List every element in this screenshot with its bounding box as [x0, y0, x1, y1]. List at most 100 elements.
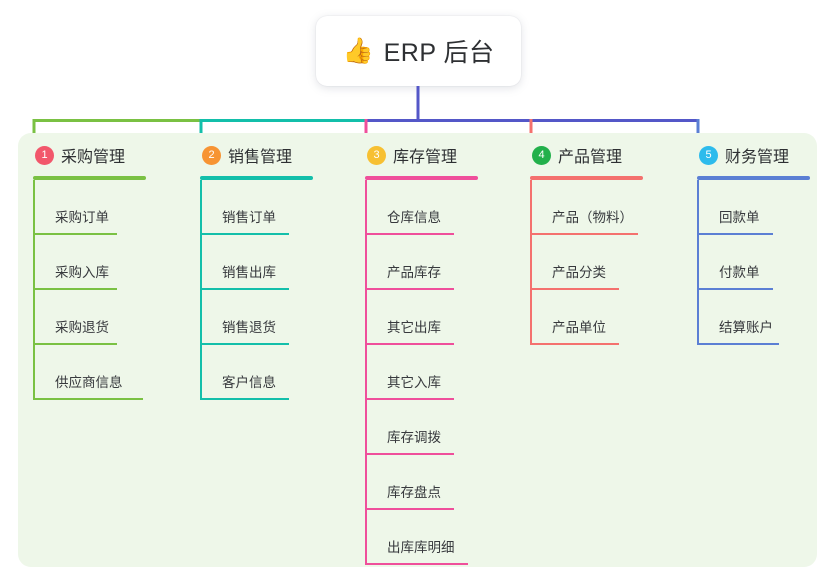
column-spine-1 — [33, 180, 35, 400]
thumbs-up-icon: 👍 — [342, 36, 374, 65]
list-item-underline — [530, 343, 619, 345]
list-item-underline — [200, 288, 289, 290]
list-item-label: 出库库明细 — [387, 540, 455, 555]
item-list-5: 回款单付款单结算账户 — [697, 180, 810, 345]
diagram-panel — [18, 133, 817, 567]
list-item-underline — [365, 288, 454, 290]
list-item-label: 销售退货 — [222, 320, 276, 335]
column-underline-3 — [365, 176, 478, 180]
list-item[interactable]: 出库库明细 — [365, 510, 478, 565]
list-item[interactable]: 销售退货 — [200, 290, 313, 345]
trunk-line — [416, 86, 420, 122]
list-item-label: 采购入库 — [55, 265, 109, 280]
column-header-3[interactable]: 3 库存管理 — [365, 143, 478, 167]
list-item-underline — [365, 398, 454, 400]
item-list-1: 采购订单采购入库采购退货供应商信息 — [33, 180, 146, 400]
list-item[interactable]: 库存盘点 — [365, 455, 478, 510]
list-item-label: 仓库信息 — [387, 210, 441, 225]
column-spine-4 — [530, 180, 532, 345]
item-list-2: 销售订单销售出库销售退货客户信息 — [200, 180, 313, 400]
list-item[interactable]: 采购入库 — [33, 235, 146, 290]
list-item[interactable]: 采购订单 — [33, 180, 146, 235]
column-title-2: 销售管理 — [228, 149, 293, 166]
list-item-underline — [365, 563, 468, 565]
list-item[interactable]: 回款单 — [697, 180, 810, 235]
column-title-5: 财务管理 — [725, 149, 790, 166]
list-item[interactable]: 产品分类 — [530, 235, 643, 290]
list-item-underline — [33, 398, 143, 400]
column-underline-4 — [530, 176, 643, 180]
list-item-label: 产品分类 — [552, 265, 606, 280]
list-item[interactable]: 产品库存 — [365, 235, 478, 290]
list-item-label: 销售出库 — [222, 265, 276, 280]
list-item-label: 客户信息 — [222, 375, 276, 390]
list-item[interactable]: 销售出库 — [200, 235, 313, 290]
list-item[interactable]: 产品单位 — [530, 290, 643, 345]
list-item[interactable]: 销售订单 — [200, 180, 313, 235]
list-item-underline — [33, 233, 117, 235]
column-4: 4 产品管理产品（物料） 产品分类产品单位 — [530, 143, 643, 345]
list-item[interactable]: 结算账户 — [697, 290, 810, 345]
column-badge-2: 2 — [202, 145, 221, 165]
list-item[interactable]: 其它入库 — [365, 345, 478, 400]
list-item-underline — [33, 288, 117, 290]
item-list-4: 产品（物料） 产品分类产品单位 — [530, 180, 643, 345]
column-spine-2 — [200, 180, 202, 400]
column-5: 5 财务管理回款单付款单结算账户 — [697, 143, 810, 345]
column-badge-5: 5 — [699, 145, 718, 165]
list-item[interactable]: 采购退货 — [33, 290, 146, 345]
list-item-underline — [365, 508, 454, 510]
list-item-label: 结算账户 — [719, 320, 773, 335]
column-1: 1 采购管理采购订单采购入库采购退货供应商信息 — [33, 143, 146, 400]
list-item-underline — [200, 398, 289, 400]
item-list-3: 仓库信息产品库存其它出库其它入库库存调拨库存盘点出库库明细 — [365, 180, 478, 565]
column-title-1: 采购管理 — [61, 149, 126, 166]
list-item-underline — [365, 453, 454, 455]
root-node-label: ERP 后台 — [383, 39, 495, 67]
bus-segment-4 — [529, 119, 700, 122]
list-item-underline — [697, 233, 773, 235]
list-item-underline — [33, 343, 117, 345]
list-item[interactable]: 仓库信息 — [365, 180, 478, 235]
list-item-underline — [200, 343, 289, 345]
column-underline-5 — [697, 176, 810, 180]
list-item-underline — [697, 288, 773, 290]
list-item-underline — [365, 343, 454, 345]
column-underline-2 — [200, 176, 313, 180]
bus-segment-1 — [32, 119, 203, 122]
list-item-label: 产品库存 — [387, 265, 441, 280]
list-item-label: 销售订单 — [222, 210, 276, 225]
root-node-card[interactable]: 👍 ERP 后台 — [316, 16, 521, 86]
column-spine-3 — [365, 180, 367, 565]
list-item-label: 库存调拨 — [387, 430, 441, 445]
list-item-label: 采购订单 — [55, 210, 109, 225]
list-item[interactable]: 库存调拨 — [365, 400, 478, 455]
list-item[interactable]: 付款单 — [697, 235, 810, 290]
column-header-5[interactable]: 5 财务管理 — [697, 143, 810, 167]
column-badge-3: 3 — [367, 145, 386, 165]
list-item-label: 回款单 — [719, 210, 760, 225]
list-item-label: 采购退货 — [55, 320, 109, 335]
root-node-content: 👍 ERP 后台 — [342, 33, 494, 69]
list-item[interactable]: 供应商信息 — [33, 345, 146, 400]
bus-segment-2 — [199, 119, 368, 122]
list-item-label: 库存盘点 — [387, 485, 441, 500]
list-item-underline — [530, 233, 638, 235]
list-item-label: 其它入库 — [387, 375, 441, 390]
column-header-1[interactable]: 1 采购管理 — [33, 143, 146, 167]
column-badge-4: 4 — [532, 145, 551, 165]
list-item-label: 付款单 — [719, 265, 760, 280]
column-title-4: 产品管理 — [558, 149, 623, 166]
list-item-underline — [200, 233, 289, 235]
list-item-label: 供应商信息 — [55, 375, 123, 390]
list-item[interactable]: 其它出库 — [365, 290, 478, 345]
column-header-2[interactable]: 2 销售管理 — [200, 143, 313, 167]
column-header-4[interactable]: 4 产品管理 — [530, 143, 643, 167]
column-spine-5 — [697, 180, 699, 345]
column-title-3: 库存管理 — [393, 149, 458, 166]
list-item[interactable]: 客户信息 — [200, 345, 313, 400]
column-badge-1: 1 — [35, 145, 54, 165]
list-item[interactable]: 产品（物料） — [530, 180, 643, 235]
column-2: 2 销售管理销售订单销售出库销售退货客户信息 — [200, 143, 313, 400]
